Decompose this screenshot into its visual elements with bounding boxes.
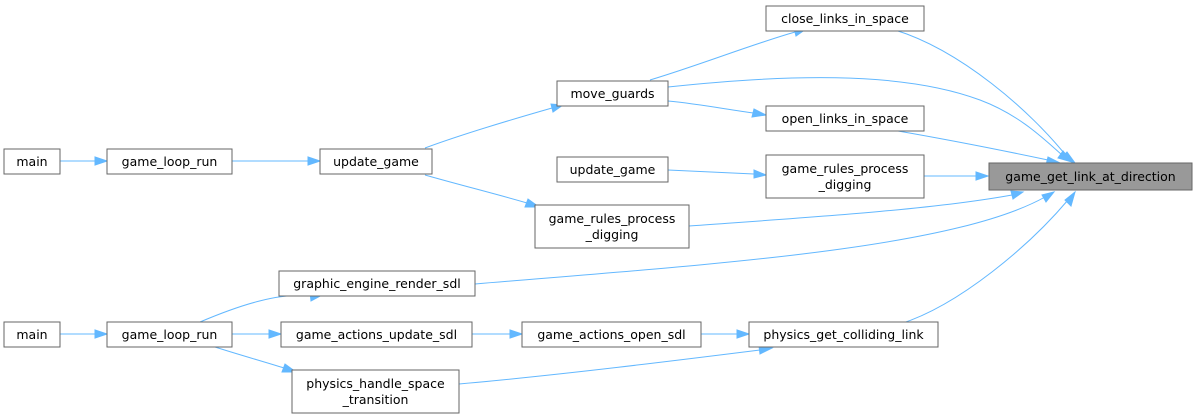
edge-main-b-to-loop-b [60, 329, 109, 339]
node-physics-colliding[interactable]: physics_get_colliding_link [748, 321, 939, 348]
call-graph-nodes: game_get_link_at_direction close_links_in… [3, 5, 1193, 414]
node-label: _digging [585, 227, 639, 242]
node-box [556, 156, 669, 183]
node-label: main [16, 327, 47, 342]
node-box [106, 148, 233, 175]
node-box [291, 369, 460, 414]
node-label: physics_handle_space [306, 376, 445, 391]
node-label: close_links_in_space [781, 11, 909, 26]
node-label: game_loop_run [122, 327, 218, 342]
node-close-links[interactable]: close_links_in_space [765, 5, 925, 32]
node-label: game_rules_process [549, 211, 676, 226]
node-label: game_actions_update_sdl [296, 327, 457, 342]
node-box [280, 321, 473, 348]
edge-actions-open-to-physics-colliding [701, 329, 751, 339]
node-target[interactable]: game_get_link_at_direction [988, 162, 1193, 191]
call-graph-edges [60, 27, 1077, 385]
node-update-game-a[interactable]: update_game [319, 148, 433, 175]
node-box [748, 321, 939, 348]
node-label: update_game [570, 162, 656, 177]
edge-loop-a-to-update-game-a [232, 156, 322, 166]
node-label: game_actions_open_sdl [537, 327, 685, 342]
node-box [765, 105, 925, 132]
node-box [3, 148, 61, 175]
node-label: graphic_engine_render_sdl [293, 276, 460, 291]
node-box [521, 321, 702, 348]
edge-physics-transition-to-physics-colliding [458, 345, 774, 385]
edge-render-sdl-to-target [474, 191, 1056, 285]
edge-physics-colliding-to-target [899, 190, 1076, 325]
node-box [556, 80, 669, 107]
node-main-b[interactable]: main [3, 321, 61, 348]
node-label: game_get_link_at_direction [1005, 169, 1175, 184]
edge-main-a-to-loop-a [60, 156, 109, 166]
node-label: open_links_in_space [782, 111, 909, 126]
node-box [3, 321, 61, 348]
node-grpd-low[interactable]: game_rules_process_digging [534, 204, 690, 249]
node-actions-update[interactable]: game_actions_update_sdl [280, 321, 473, 348]
node-box [278, 270, 476, 297]
node-box [765, 5, 925, 32]
edge-loop-b-to-physics-transition [214, 346, 298, 373]
node-render-sdl[interactable]: graphic_engine_render_sdl [278, 270, 476, 297]
edge-move-guards-to-open-links [667, 100, 768, 118]
node-grpd-mid[interactable]: game_rules_process_digging [765, 154, 925, 199]
edge-move-guards-to-target [667, 77, 1074, 163]
node-label: update_game [333, 154, 419, 169]
node-label: main [16, 154, 47, 169]
node-label: _digging [818, 177, 872, 192]
node-box [765, 154, 925, 199]
node-box [534, 204, 690, 249]
edge-move-guards-to-close-links [649, 27, 808, 81]
node-open-links[interactable]: open_links_in_space [765, 105, 925, 132]
edge-actions-update-to-actions-open [472, 329, 524, 339]
node-label: game_loop_run [122, 154, 218, 169]
edge-update-game-a-to-move-guards [424, 103, 565, 149]
node-label: move_guards [570, 86, 654, 101]
node-update-game-b[interactable]: update_game [556, 156, 669, 183]
edge-update-game-b-to-grpd-mid [667, 169, 768, 179]
node-box [319, 148, 433, 175]
edge-update-game-a-to-grpd-low [424, 174, 541, 208]
node-move-guards[interactable]: move_guards [556, 80, 669, 107]
node-loop-a[interactable]: game_loop_run [106, 148, 233, 175]
edge-loop-b-to-actions-update [232, 329, 283, 339]
node-label: _transition [342, 392, 409, 407]
node-loop-b[interactable]: game_loop_run [106, 321, 233, 348]
node-actions-open[interactable]: game_actions_open_sdl [521, 321, 702, 348]
node-label: game_rules_process [782, 161, 909, 176]
node-main-a[interactable]: main [3, 148, 61, 175]
node-label: physics_get_colliding_link [763, 327, 924, 342]
edge-grpd-low-to-target [688, 190, 1025, 227]
node-physics-transition[interactable]: physics_handle_space_transition [291, 369, 460, 414]
edge-grpd-mid-to-target [924, 171, 990, 181]
node-box [988, 162, 1193, 191]
node-box [106, 321, 233, 348]
